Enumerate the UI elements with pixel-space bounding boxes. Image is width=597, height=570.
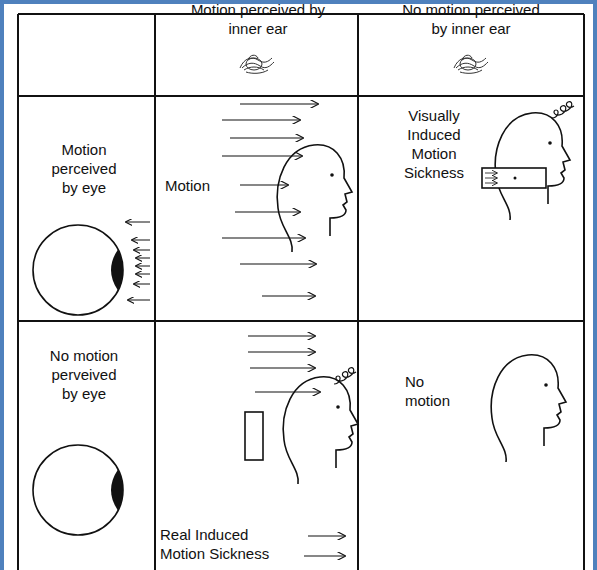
table-grid: [18, 14, 584, 570]
screen-symbol: [245, 412, 263, 460]
column-header: No motion perceived by inner ear: [393, 0, 549, 38]
head-profile: [491, 355, 566, 462]
eye-symbol: [33, 225, 123, 315]
motion-arrows: [126, 222, 150, 300]
row-header: Motion perceived by eye: [48, 140, 120, 197]
head-profile: [277, 145, 352, 252]
motion-arrows: [485, 173, 497, 183]
head-profile: [495, 113, 570, 220]
cell-text: Real Induced Motion Sickness: [160, 525, 282, 563]
eye-symbol: [33, 445, 123, 535]
ear-icon: [240, 55, 274, 73]
column-header: Motion perceived by inner ear: [188, 0, 328, 38]
dizzy-coil: [334, 368, 356, 384]
cell-text: Motion: [165, 176, 225, 195]
cell-text: Visually Induced Motion Sickness: [398, 106, 470, 182]
row-header: No motion perveived by eye: [48, 346, 120, 403]
ear-icon: [454, 55, 488, 73]
dizzy-coil: [552, 102, 574, 118]
head-profile: [283, 377, 358, 484]
cell-text: No motion: [405, 372, 461, 410]
vr-headset: [482, 168, 546, 188]
motion-arrows: [222, 104, 318, 296]
